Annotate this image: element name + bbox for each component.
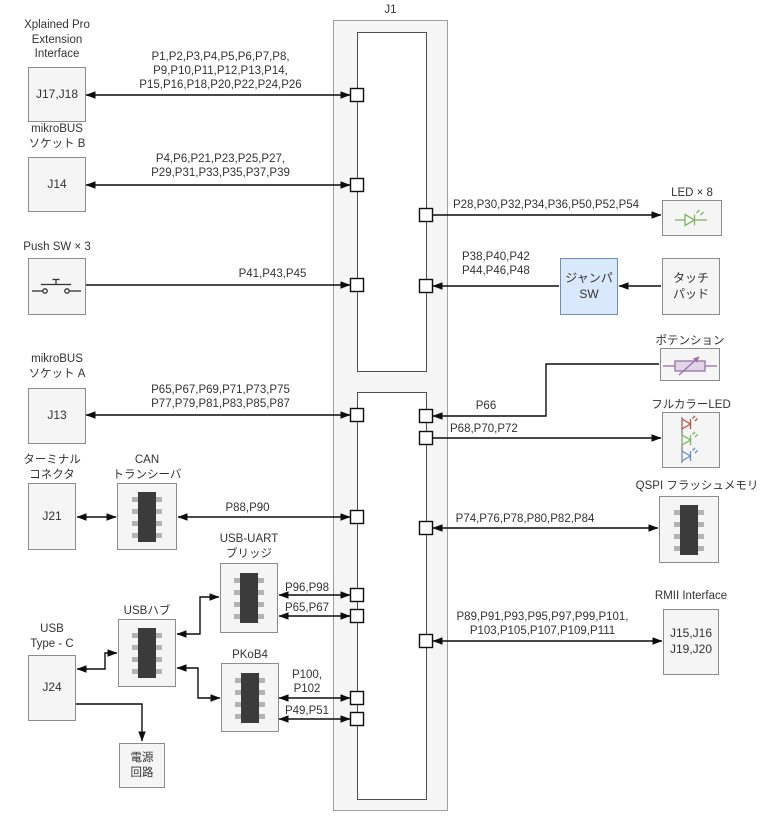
mikrobus-b-pin-list: P4,P6,P21,P23,P25,P27, P29,P31,P33,P35,P… <box>151 153 290 180</box>
j1-upper-slot <box>357 32 427 372</box>
ic-chip-icon <box>235 672 265 723</box>
usb-uart-pin-list-1: P96,P98 <box>284 582 330 594</box>
usb-uart-pin-list-2: P65,P67 <box>284 602 330 614</box>
xplained-caption: Xplained Pro Extension Interface <box>24 19 90 61</box>
arrow-usbc-power <box>76 703 146 742</box>
xplained-pin-list: P1,P2,P3,P4,P5,P6,P7,P8, P9,P10,P11,P12,… <box>139 51 302 92</box>
usb-hub-box <box>118 619 176 687</box>
rmii-caption: RMII Interface <box>654 590 728 602</box>
pkob4-caption: PKoB4 <box>232 649 268 661</box>
push-switch-icon <box>32 278 81 294</box>
mikrobus-b-box: J14 <box>28 157 86 212</box>
qspi-pin-list: P74,P76,P78,P80,P82,P84 <box>455 513 595 525</box>
usb-c-caption: USB Type - C <box>30 623 74 650</box>
mikrobus-a-pin-list: P65,P67,P69,P71,P73,P75 P77,P79,P81,P83,… <box>151 384 290 411</box>
ic-chip-icon <box>674 504 704 555</box>
led-icon <box>675 209 707 227</box>
touch-pad-box: タッチ パッド <box>662 258 720 315</box>
terminal-caption: ターミナル コネクタ <box>23 454 81 481</box>
led8-caption: LED × 8 <box>671 187 713 199</box>
rmii-box: J15,J16 J19,J20 <box>663 609 719 675</box>
ic-chip-icon <box>234 573 264 623</box>
arrow-usbc-hub <box>76 649 118 673</box>
potentiometer-box <box>660 348 720 381</box>
usb-uart-caption: USB-UART ブリッジ <box>219 533 279 560</box>
jumper-sw-pin-list: P38,P40,P42 P44,P46,P48 <box>462 251 530 278</box>
terminal-box: J21 <box>28 483 76 550</box>
led8-pin-list: P28,P30,P32,P34,P36,P50,P52,P54 <box>452 199 640 211</box>
fullcolor-led-box <box>662 412 720 468</box>
qspi-caption: QSPI フラッシュメモリ <box>635 480 759 492</box>
xplained-connector-box: J17,J18 <box>28 67 86 122</box>
ic-chip-icon <box>132 491 162 542</box>
arrow-hub-pkob4 <box>176 664 221 702</box>
potentiometer-pin-list: P66 <box>475 400 497 412</box>
mikrobus-a-caption: mikroBUS ソケット A <box>28 353 86 380</box>
usb-hub-caption: USBハブ <box>123 605 171 617</box>
potentiometer-icon <box>663 356 717 375</box>
pkob4-pin-list-1: P100, P102 <box>291 669 323 696</box>
mikrobus-a-box: J13 <box>28 388 86 444</box>
fullcolor-led-caption: フルカラーLED <box>651 399 731 411</box>
j1-lower-slot <box>357 392 427 800</box>
mikrobus-b-caption: mikroBUS ソケット B <box>28 123 86 150</box>
rgb-led-icon <box>681 415 698 463</box>
push-sw-box <box>28 258 86 315</box>
qspi-flash-box <box>659 496 719 563</box>
power-circuit-box: 電源 回路 <box>119 743 165 788</box>
j1-label: J1 <box>384 4 397 16</box>
usb-c-box: J24 <box>28 655 76 721</box>
can-transceiver-box <box>117 483 177 550</box>
push-sw-caption: Push SW × 3 <box>23 241 91 253</box>
push-sw-pin-list: P41,P43,P45 <box>238 268 307 280</box>
ic-chip-icon <box>132 628 162 678</box>
can-pin-list: P88,P90 <box>225 502 270 514</box>
potentiometer-caption: ポテンション <box>655 335 725 347</box>
pkob4-pin-list-2: P49,P51 <box>284 705 330 717</box>
led8-box <box>662 200 722 236</box>
fullcolor-led-pin-list: P68,P70,P72 <box>450 423 518 435</box>
jumper-sw-box: ジャンパ SW <box>560 258 618 315</box>
rmii-pin-list: P89,P91,P93,P95,P97,P99,P101, P103,P105,… <box>456 611 629 638</box>
pkob4-box <box>221 663 279 732</box>
usb-uart-bridge-box <box>220 563 278 633</box>
can-caption: CAN トランシーバ <box>112 454 182 481</box>
